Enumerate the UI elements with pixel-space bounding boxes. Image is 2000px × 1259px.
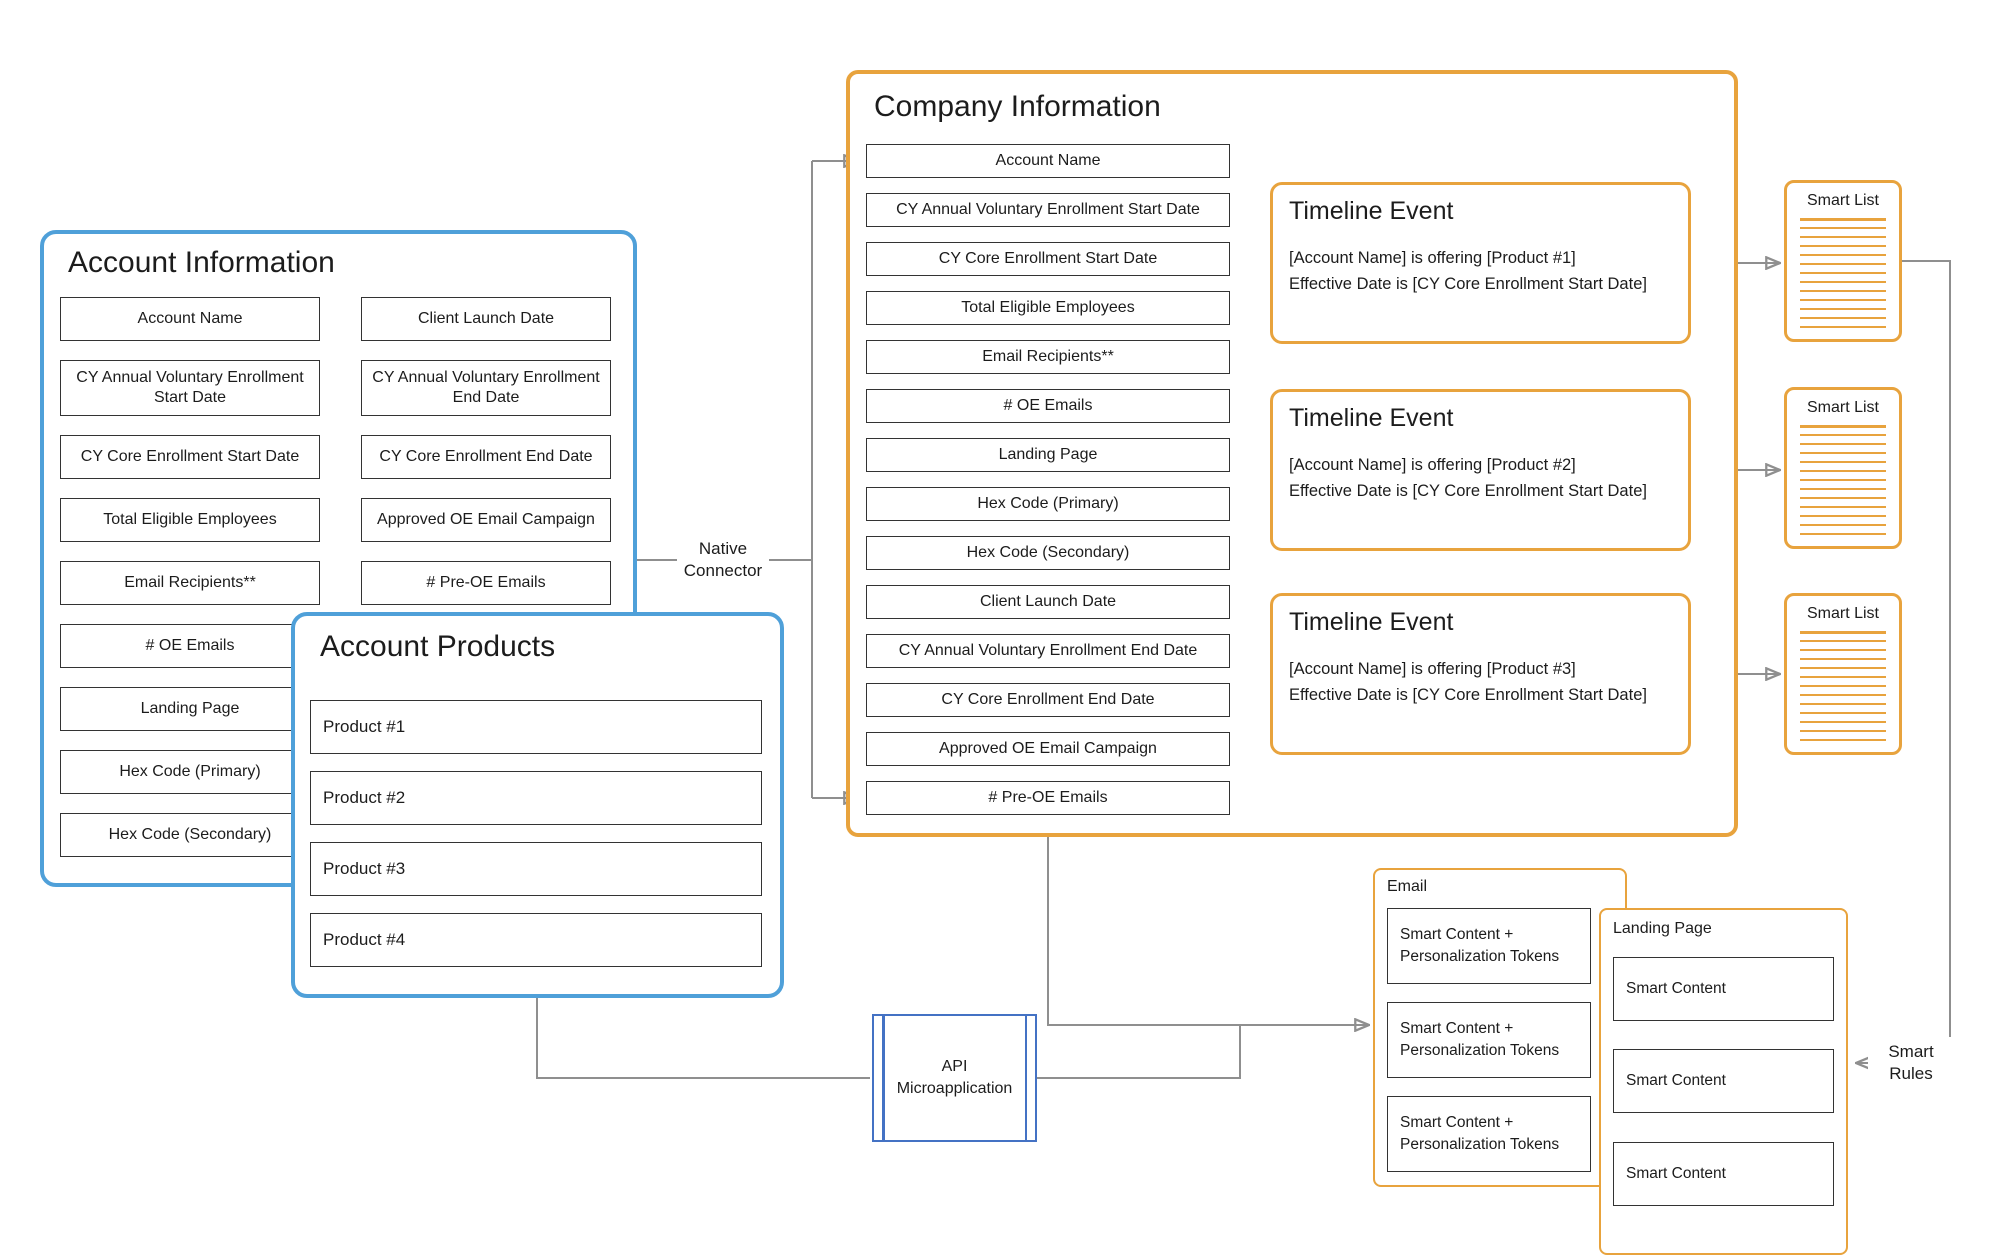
product-item: Product #1 <box>310 700 762 754</box>
connector-products-to-api <box>536 998 870 1079</box>
company-field: CY Annual Voluntary Enrollment Start Dat… <box>866 193 1230 227</box>
smart-list-1: Smart List <box>1784 180 1902 342</box>
smart-content-personalization-item: Smart Content + Personalization Tokens <box>1387 1002 1591 1078</box>
account-field: CY Annual Voluntary Enrollment Start Dat… <box>60 360 320 416</box>
api-microapplication-label: API Microapplication <box>896 1057 1013 1097</box>
company-field: Hex Code (Primary) <box>866 487 1230 521</box>
company-field: Account Name <box>866 144 1230 178</box>
product-item: Product #4 <box>310 913 762 967</box>
company-field: CY Annual Voluntary Enrollment End Date <box>866 634 1230 668</box>
account-field: CY Core Enrollment Start Date <box>60 435 320 479</box>
account-field: Approved OE Email Campaign <box>361 498 611 542</box>
company-field: CY Core Enrollment Start Date <box>866 242 1230 276</box>
company-information-fields: Account Name CY Annual Voluntary Enrollm… <box>866 144 1230 815</box>
product-item: Product #2 <box>310 771 762 825</box>
api-double-border-right <box>1024 1016 1027 1140</box>
timeline-event-text: Effective Date is [CY Core Enrollment St… <box>1289 274 1647 293</box>
account-field: CY Annual Voluntary Enrollment End Date <box>361 360 611 416</box>
company-field: # OE Emails <box>866 389 1230 423</box>
account-information-left-column: Account Name CY Annual Voluntary Enrollm… <box>60 297 320 857</box>
timeline-event-title: Timeline Event <box>1289 197 1454 225</box>
smart-list-lines-icon <box>1800 425 1886 428</box>
company-field: Client Launch Date <box>866 585 1230 619</box>
company-field: CY Core Enrollment End Date <box>866 683 1230 717</box>
timeline-event-text: [Account Name] is offering [Product #1] <box>1289 249 1576 267</box>
account-field: Hex Code (Primary) <box>60 750 320 794</box>
timeline-event-3: Timeline Event [Account Name] is offerin… <box>1270 593 1691 755</box>
product-item: Product #3 <box>310 842 762 896</box>
account-field: Landing Page <box>60 687 320 731</box>
timeline-event-text: Effective Date is [CY Core Enrollment St… <box>1289 481 1647 500</box>
email-panel-title: Email <box>1387 878 1428 895</box>
account-products-title: Account Products <box>320 630 556 663</box>
account-information-title: Account Information <box>68 246 335 279</box>
company-field: # Pre-OE Emails <box>866 781 1230 815</box>
company-field: Total Eligible Employees <box>866 291 1230 325</box>
company-field: Approved OE Email Campaign <box>866 732 1230 766</box>
company-information-title: Company Information <box>874 90 1161 123</box>
timeline-event-2: Timeline Event [Account Name] is offerin… <box>1270 389 1691 551</box>
smart-content-item: Smart Content <box>1613 957 1834 1021</box>
account-field: Hex Code (Secondary) <box>60 813 320 857</box>
timeline-event-1: Timeline Event [Account Name] is offerin… <box>1270 182 1691 344</box>
company-field: Email Recipients** <box>866 340 1230 374</box>
timeline-event-text: [Account Name] is offering [Product #3] <box>1289 660 1576 678</box>
connector-company-to-email <box>1047 837 1369 1025</box>
smart-rules-label: Smart Rules <box>1868 1037 1954 1089</box>
native-connector-label: Native Connector <box>677 532 769 588</box>
smart-list-lines-icon <box>1800 227 1886 329</box>
smart-content-item: Smart Content <box>1613 1142 1834 1206</box>
account-field: Client Launch Date <box>361 297 611 341</box>
smart-list-title: Smart List <box>1806 192 1879 209</box>
account-field: # OE Emails <box>60 624 320 668</box>
connector-api-to-junction <box>1037 1024 1241 1079</box>
api-microapplication-box: API Microapplication <box>872 1014 1037 1142</box>
landing-page-panel-title: Landing Page <box>1613 920 1712 937</box>
account-field: Total Eligible Employees <box>60 498 320 542</box>
timeline-event-text: [Account Name] is offering [Product #2] <box>1289 456 1576 474</box>
account-field: CY Core Enrollment End Date <box>361 435 611 479</box>
smart-list-title: Smart List <box>1806 605 1879 622</box>
account-field: # Pre-OE Emails <box>361 561 611 605</box>
timeline-event-title: Timeline Event <box>1289 404 1454 432</box>
company-field: Hex Code (Secondary) <box>866 536 1230 570</box>
account-products-list: Product #1 Product #2 Product #3 Product… <box>310 700 762 967</box>
account-information-right-column: Client Launch Date CY Annual Voluntary E… <box>361 297 611 605</box>
account-field: Email Recipients** <box>60 561 320 605</box>
company-field: Landing Page <box>866 438 1230 472</box>
smart-list-lines-icon <box>1800 434 1886 536</box>
timeline-event-title: Timeline Event <box>1289 608 1454 636</box>
smart-list-2: Smart List <box>1784 387 1902 549</box>
smart-list-3: Smart List <box>1784 593 1902 755</box>
smart-list-lines-icon <box>1800 218 1886 221</box>
smart-content-personalization-item: Smart Content + Personalization Tokens <box>1387 1096 1591 1172</box>
timeline-event-text: Effective Date is [CY Core Enrollment St… <box>1289 685 1647 704</box>
api-double-border-left <box>882 1016 885 1140</box>
smart-list-lines-icon <box>1800 640 1886 742</box>
smart-list-title: Smart List <box>1806 399 1879 416</box>
smart-list-lines-icon <box>1800 631 1886 634</box>
smart-content-personalization-item: Smart Content + Personalization Tokens <box>1387 908 1591 984</box>
account-field: Account Name <box>60 297 320 341</box>
smart-content-item: Smart Content <box>1613 1049 1834 1113</box>
